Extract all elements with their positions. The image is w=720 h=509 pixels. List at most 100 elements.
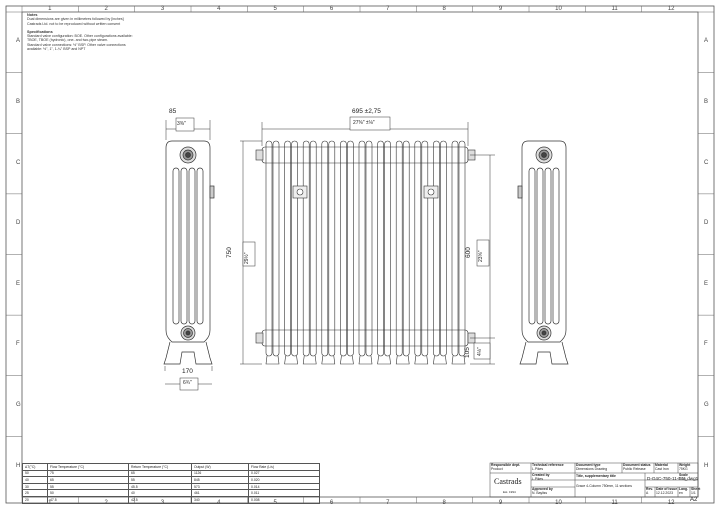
grid-column-label: 11 [611,6,618,12]
table-cell: 42.5 [128,495,192,504]
grid-row-label: A [16,38,21,45]
castrads-logo: Castrads [494,477,522,486]
radiator-column [451,140,459,357]
grid-row-label: E [16,280,21,287]
tb-lang: Lang.en [679,487,689,495]
spec-heading: Specifications [27,29,53,34]
grid-row-label: B [704,98,709,105]
table-cell: 25 [22,489,48,497]
table-cell: 40 [22,476,48,484]
grid-column-label: 12 [667,6,675,12]
depth-in-label: 3⅜" [177,121,186,127]
side-view-left [163,140,215,365]
radiator-column [309,140,317,357]
paper-size-label: A2 [690,497,698,503]
table-cell: 0.011 [248,489,320,497]
table-cell: 50 [47,489,129,497]
table-cell: 1126 [191,469,249,478]
radiator-column [340,140,347,357]
radiator-foot [377,355,391,365]
radiator-column [321,140,329,357]
table-cell: 0.014 [248,482,320,491]
table-cell: 75 [47,469,129,478]
grid-row-label: D [704,220,709,227]
grid-column-label: 10 [555,500,562,506]
grid-column-label: 9 [498,6,503,12]
table-cell: 65 [47,476,129,484]
spec-line-4: available: ½", 1", 1-¼" BSP and NPT [27,47,86,52]
table-cell: 340 [191,495,249,504]
table-cell: 573 [191,482,249,491]
table-header: Output (W) [191,463,249,471]
radiator-column [377,140,384,357]
grid-row-label: H [704,462,709,469]
radiator-foot [414,355,429,365]
tb-responsible: Responsible dept.Product [491,463,521,471]
table-cell: 55 [47,482,129,491]
grid-row-label: F [16,341,20,348]
side-view-right [517,140,569,365]
radiator-column [395,140,403,357]
grid-column-label: 5 [273,6,277,12]
table-cell: 845 [191,476,249,484]
grid-column-label: 10 [555,6,562,12]
grid-column-label: 1 [48,6,52,12]
radiator-foot [358,355,373,365]
radiator-column [284,140,291,357]
grid-column-label: 12 [667,500,675,506]
tb-title: Title, supplementary title [576,474,616,478]
centres-in-label: 23⅝" [478,250,484,262]
table-cell: 47.5 [47,495,129,504]
castrads-logo-sub: Est. 1994 [503,490,516,494]
radiator-foot [340,355,354,365]
grid-row-label: C [704,159,709,166]
grid-row-label: A [704,38,709,45]
height-in-label: 29½" [244,252,250,264]
grid-column-label: 8 [442,500,446,506]
spec-line-1: Standard valve configuration: BOE. Other… [27,34,133,39]
radiator-foot [302,355,317,365]
height-mm-label: 750 [226,247,233,258]
grid-column-label: 7 [386,500,390,506]
foot-in-label: 4⅛" [477,347,483,356]
table-header: ΔT(°C) [22,463,48,471]
grid-column-label: 3 [160,6,165,12]
temperature-table: ΔT(°C)Flow Temperature (°C)Return Temper… [22,463,320,504]
table-cell: 20 [22,495,48,504]
table-cell: 45.5 [128,482,192,491]
base-mm-label: 170 [182,368,193,375]
grid-column-label: 4 [217,6,221,12]
spec-line-3: Standard valve connections: ½" BSP. Othe… [27,42,126,47]
title-block-frame [489,462,699,498]
table-cell: 30 [22,482,48,491]
width-mm-label: 695 ±2,75 [352,108,381,115]
radiator-foot [451,355,466,365]
radiator-column [414,140,422,357]
outer-border [5,5,715,504]
notes-block: Notes Dual dimensions are given in milli… [27,13,187,51]
grid-column-label: 6 [329,500,334,506]
grid-column-label: 6 [329,6,334,12]
table-cell: 55 [128,476,192,484]
grid-column-label: 11 [611,500,618,506]
table-cell: 0.008 [248,495,320,504]
front-sections [265,140,466,365]
front-brackets [292,185,439,199]
table-header: Flow Rate (L/s) [248,463,320,471]
grid-column-label: 2 [104,6,108,12]
grid-row-label: C [16,159,21,166]
radiator-column [358,140,366,357]
radiator-foot [284,355,298,365]
grid-column-label: 9 [498,500,503,506]
